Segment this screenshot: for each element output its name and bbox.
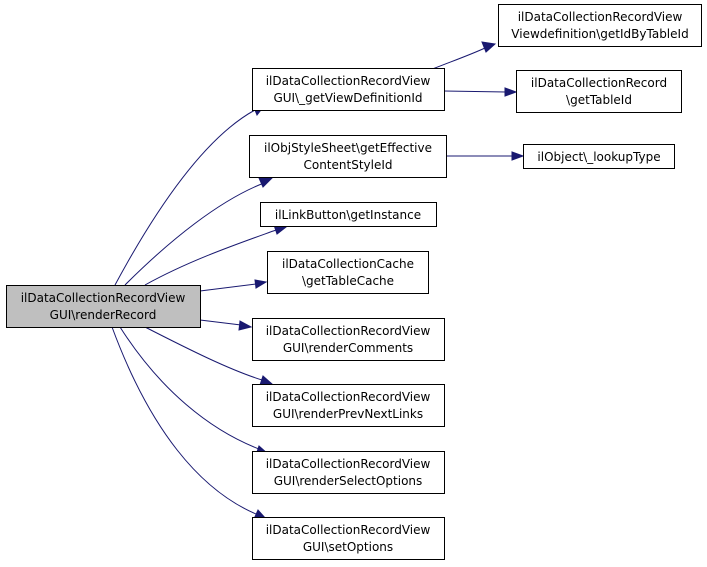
edge-get-view-definition-id-to-get-id-by-table-id (429, 41, 497, 71)
node-set-options-line2: GUI\setOptions (303, 540, 393, 554)
node-get-effective-content-style-id[interactable]: ilObjStyleSheet\getEffective ContentStyl… (249, 135, 447, 178)
node-get-view-definition-id[interactable]: ilDataCollectionRecordView GUI\_getViewD… (252, 68, 445, 111)
node-link-button-get-instance[interactable]: ilLinkButton\getInstance (260, 202, 437, 227)
edge-root-to-link-button-get-instance (144, 224, 288, 286)
edge-get-effective-content-style-id-to-lookup-type (447, 151, 525, 161)
node-render-prev-next-links[interactable]: ilDataCollectionRecordView GUI\renderPre… (252, 384, 445, 427)
node-get-table-id-line2: \getTableId (566, 93, 632, 107)
edge-root-to-get-table-cache (199, 279, 268, 292)
node-get-view-definition-id-line2: GUI\_getViewDefinitionId (273, 91, 422, 105)
node-set-options[interactable]: ilDataCollectionRecordView GUI\setOption… (252, 517, 445, 560)
node-render-record-line2: GUI\renderRecord (50, 308, 157, 322)
node-render-record[interactable]: ilDataCollectionRecordView GUI\renderRec… (6, 285, 201, 328)
node-render-comments[interactable]: ilDataCollectionRecordView GUI\renderCom… (252, 318, 445, 361)
node-get-effective-content-style-id-line1: ilObjStyleSheet\getEffective (264, 141, 432, 155)
node-get-id-by-table-id-line2: Viewdefinition\getIdByTableId (511, 27, 688, 41)
edge-root-to-set-options (111, 326, 268, 520)
node-render-comments-line1: ilDataCollectionRecordView (266, 324, 431, 338)
node-get-table-cache-line2: \getTableCache (302, 274, 394, 288)
node-lookup-type-line1: ilObject\_lookupType (537, 150, 660, 164)
node-render-prev-next-links-line2: GUI\renderPrevNextLinks (273, 407, 423, 421)
node-set-options-line1: ilDataCollectionRecordView (266, 523, 431, 537)
node-get-view-definition-id-line1: ilDataCollectionRecordView (266, 74, 431, 88)
edge-root-to-get-effective-content-style-id (124, 177, 274, 286)
node-render-select-options-line2: GUI\renderSelectOptions (274, 474, 423, 488)
node-get-table-id-line1: ilDataCollectionRecord (531, 76, 667, 90)
node-render-comments-line2: GUI\renderComments (283, 341, 413, 355)
node-get-id-by-table-id[interactable]: ilDataCollectionRecordView Viewdefinitio… (498, 4, 702, 47)
node-get-table-id[interactable]: ilDataCollectionRecord \getTableId (516, 70, 682, 113)
node-get-table-cache-line1: ilDataCollectionCache (282, 257, 414, 271)
edge-root-to-render-select-options (119, 326, 270, 456)
edge-root-to-render-prev-next-links (144, 326, 274, 386)
edge-root-to-get-view-definition-id (114, 104, 265, 286)
node-get-effective-content-style-id-line2: ContentStyleId (303, 158, 392, 172)
node-get-table-cache[interactable]: ilDataCollectionCache \getTableCache (267, 251, 429, 294)
node-render-prev-next-links-line1: ilDataCollectionRecordView (266, 390, 431, 404)
node-render-record-line1: ilDataCollectionRecordView (21, 291, 186, 305)
node-render-select-options-line1: ilDataCollectionRecordView (266, 457, 431, 471)
node-link-button-get-instance-line1: ilLinkButton\getInstance (275, 208, 421, 222)
edge-get-view-definition-id-to-get-table-id (443, 87, 518, 97)
edge-root-to-render-comments (199, 319, 253, 331)
node-get-id-by-table-id-line1: ilDataCollectionRecordView (518, 10, 683, 24)
node-lookup-type[interactable]: ilObject\_lookupType (523, 144, 675, 169)
node-render-select-options[interactable]: ilDataCollectionRecordView GUI\renderSel… (252, 451, 445, 494)
